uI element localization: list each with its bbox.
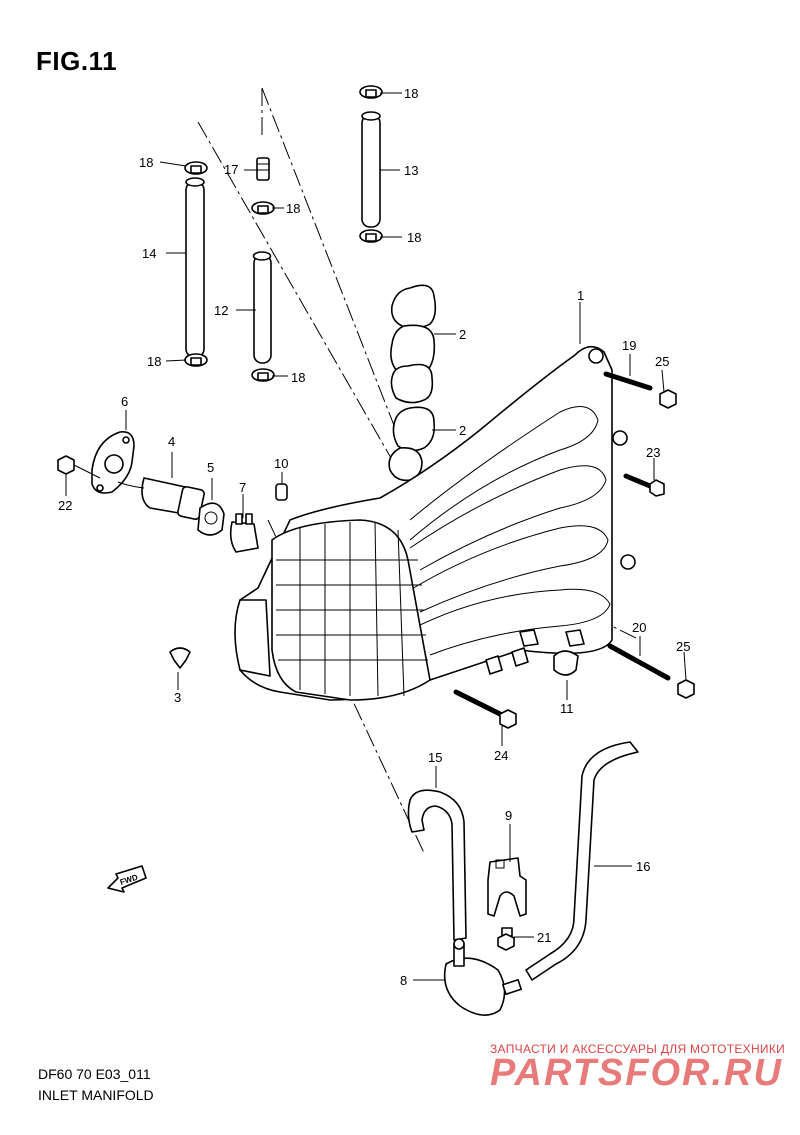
sensor-7 [229,513,259,553]
watermark-tagline: ЗАПЧАСТИ И АКСЕССУАРЫ ДЛЯ МОТОТЕХНИКИ [490,1042,786,1056]
callout-2-lower: 2 [459,423,466,438]
callout-6: 6 [121,394,128,409]
callout-18-a: 18 [139,155,153,170]
fitting-17 [256,157,270,181]
callout-2-upper: 2 [459,327,466,342]
callout-22: 22 [58,498,72,513]
leader-lines [65,92,687,981]
callout-13: 13 [404,163,418,178]
gasket-5 [197,502,225,536]
callout-25-upper: 25 [655,354,669,369]
callout-18-b: 18 [147,354,161,369]
bolt-21 [497,927,515,951]
hose-14 [185,177,205,358]
callout-17: 17 [224,162,238,177]
plug-3 [169,647,191,669]
pin-10 [275,483,288,501]
callout-18-d: 18 [291,370,305,385]
clip-9 [487,857,527,917]
callout-10: 10 [274,456,288,471]
callout-25-lower: 25 [676,639,690,654]
callout-4: 4 [168,434,175,449]
bolt-23 [623,473,665,497]
fwd-arrow-icon: FWD [107,865,147,893]
plate-6 [91,430,135,494]
callout-7: 7 [239,480,246,495]
drawing-code: DF60 70 E03_011 [38,1066,151,1082]
drawing-caption: INLET MANIFOLD [38,1087,154,1103]
clamp-icons [184,85,383,382]
callout-20: 20 [632,620,646,635]
callout-11: 11 [560,701,574,716]
callout-19: 19 [622,338,636,353]
fuel-filter-8 [443,938,522,1016]
callout-18-e: 18 [404,86,418,101]
inlet-manifold [234,345,636,701]
callout-5: 5 [207,460,214,475]
callout-14: 14 [142,246,156,261]
callout-labels: 1 2 2 3 4 5 6 7 8 9 10 11 12 13 14 15 16… [58,86,690,988]
callout-23: 23 [646,445,660,460]
hose-12 [252,251,272,364]
sensor-4 [117,477,205,521]
callout-16: 16 [636,859,650,874]
bolt-24 [453,689,517,729]
gasket-upper [390,284,437,404]
gasket-lower [388,406,436,482]
callout-24: 24 [494,748,508,763]
callout-8: 8 [400,973,407,988]
callout-9: 9 [505,808,512,823]
figure-title: FIG.11 [36,46,118,76]
callout-18-c: 18 [286,201,300,216]
callout-18-f: 18 [407,230,421,245]
nut-25-upper [659,389,677,409]
watermark-logo: PARTSFOR.RU [490,1052,783,1094]
collar-11 [485,629,585,676]
hose-16 [525,741,639,981]
bolt-22 [57,455,101,479]
hose-13 [361,111,381,228]
hose-15 [407,789,467,941]
callout-3: 3 [174,690,181,705]
callout-21: 21 [537,930,551,945]
stud-19 [603,371,653,391]
callout-15: 15 [428,750,442,765]
callout-12: 12 [214,303,228,318]
nut-25-lower [677,679,695,699]
callout-1: 1 [577,288,584,303]
stud-20 [607,643,671,681]
